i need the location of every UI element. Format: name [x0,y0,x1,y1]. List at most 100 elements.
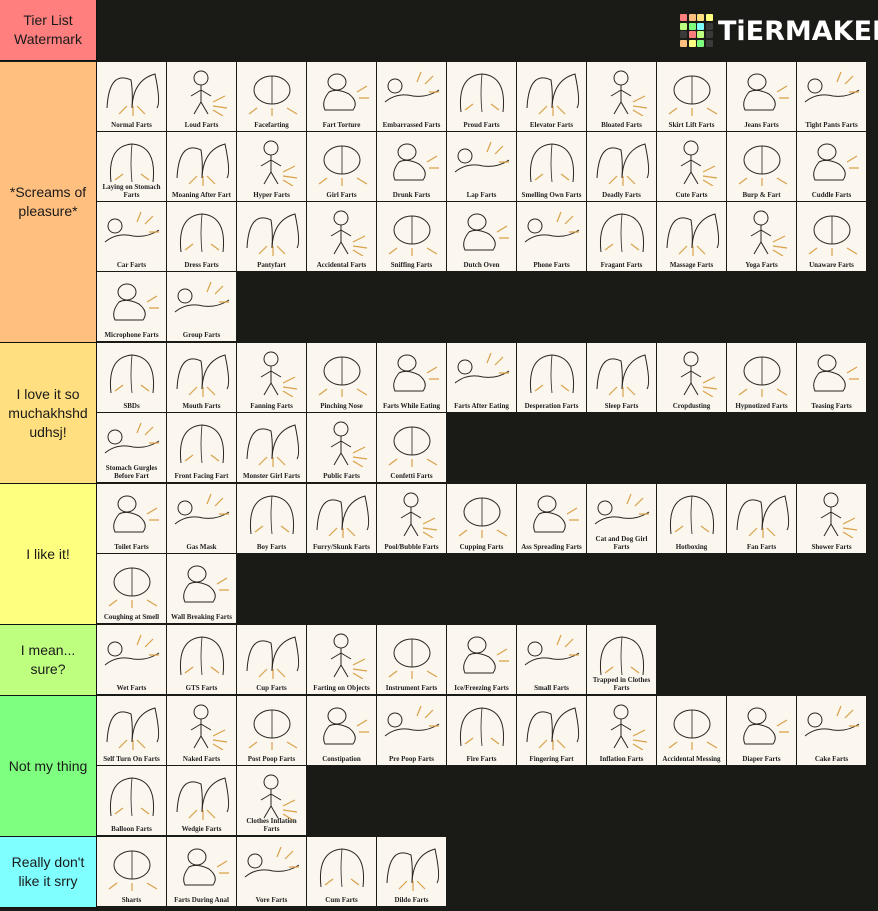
tier-item[interactable]: Sniffing Farts [377,202,447,272]
tier-item[interactable]: Mouth Farts [167,343,237,413]
tier-item[interactable]: Diaper Farts [727,696,797,766]
item-illustration [668,75,718,116]
tier-item[interactable]: Tight Pants Farts [797,62,867,132]
tier-item[interactable]: Cupping Farts [447,484,517,554]
tier-item[interactable]: Boy Farts [237,484,307,554]
tier-item[interactable]: Farts During Anal [167,837,237,907]
tier-item[interactable]: Pinching Nose [307,343,377,413]
tier-item[interactable]: Yoga Farts [727,202,797,272]
tier-item[interactable]: Cum Farts [307,837,377,907]
tier-item[interactable]: Farting on Objects [307,625,377,695]
tier-item[interactable]: Gas Mask [167,484,237,554]
tier-item[interactable]: Sharts [97,837,167,907]
tier-item[interactable]: Accidental Messing [657,696,727,766]
tier-item[interactable]: Teasing Farts [797,343,867,413]
tier-item[interactable]: Cuddle Farts [797,132,867,202]
tier-item[interactable]: Car Farts [97,202,167,272]
tier-item[interactable]: Ass Spreading Farts [517,484,587,554]
tier-item[interactable]: Deadly Farts [587,132,657,202]
tier-item[interactable]: Monster Girl Farts [237,413,307,483]
tier-item[interactable]: GTS Farts [167,625,237,695]
tier-item[interactable]: Instrument Farts [377,625,447,695]
tier-item[interactable]: Fire Farts [447,696,517,766]
tier-item[interactable]: Unaware Farts [797,202,867,272]
tier-item[interactable]: Cake Farts [797,696,867,766]
tier-item[interactable]: Toilet Farts [97,484,167,554]
item-caption: Drunk Farts [392,191,431,199]
tier-item[interactable]: Confetti Farts [377,413,447,483]
tier-item[interactable]: Sleep Farts [587,343,657,413]
tier-item[interactable]: Elevator Farts [517,62,587,132]
tier-item[interactable]: Dildo Farts [377,837,447,907]
tier-item[interactable]: Furry/Skunk Farts [307,484,377,554]
item-caption: Wedgie Farts [181,825,222,833]
tier-item[interactable]: Cropdusting [657,343,727,413]
tier-item[interactable]: Proud Farts [447,62,517,132]
tier-item[interactable]: Farts While Eating [377,343,447,413]
tier-item[interactable]: Microphone Farts [97,272,167,342]
item-caption: Embarrassed Farts [382,121,441,129]
tier-item[interactable]: SBDs [97,343,167,413]
tier-item[interactable]: Farts After Eating [447,343,517,413]
tier-item[interactable]: Hypnotized Farts [727,343,797,413]
tier-item[interactable]: Bloated Farts [587,62,657,132]
tier-item[interactable]: Smelling Own Farts [517,132,587,202]
tier-item[interactable]: Accidental Farts [307,202,377,272]
tier-item[interactable]: Hyper Farts [237,132,307,202]
tier-item[interactable]: Ice/Freezing Farts [447,625,517,695]
tier-item[interactable]: Phone Farts [517,202,587,272]
tier-item[interactable]: Wedgie Farts [167,766,237,836]
tier-item[interactable]: Girl Farts [307,132,377,202]
item-caption: Pinching Nose [320,402,363,410]
tier-item[interactable]: Dutch Oven [447,202,517,272]
tier-item[interactable]: Massage Farts [657,202,727,272]
tier-item[interactable]: Group Farts [167,272,237,342]
tier-item[interactable]: Dress Farts [167,202,237,272]
tier-item[interactable]: Public Farts [307,413,377,483]
tier-item[interactable]: Clothes Inflation Farts [237,766,307,836]
tier-item[interactable]: Fingering Fart [517,696,587,766]
tier-item[interactable]: Loud Farts [167,62,237,132]
tier-item[interactable]: Pre Poop Farts [377,696,447,766]
tier-item[interactable]: Naked Farts [167,696,237,766]
tier-item[interactable]: Wet Farts [97,625,167,695]
tier-item[interactable]: Drunk Farts [377,132,447,202]
tier-item[interactable]: Desperation Farts [517,343,587,413]
tier-item[interactable]: Balloon Farts [97,766,167,836]
tier-item[interactable]: Wall Breaking Farts [167,554,237,624]
tier-item[interactable]: Trapped in Clothes Farts [587,625,657,695]
tier-item[interactable]: Constipation [307,696,377,766]
tier-item[interactable]: Coughing at Smell [97,554,167,624]
tier-item[interactable]: Moaning After Fart [167,132,237,202]
tier-item[interactable]: Pantyfart [237,202,307,272]
tier-item[interactable]: Laying on Stomach Farts [97,132,167,202]
tier-item[interactable]: Fart Torture [307,62,377,132]
item-caption: Jeans Farts [744,121,779,129]
tier-item[interactable]: Inflation Farts [587,696,657,766]
tier-item[interactable]: Jeans Farts [727,62,797,132]
tier-item[interactable]: Hotboxing [657,484,727,554]
tier-item[interactable]: Cup Farts [237,625,307,695]
item-caption: Cum Farts [325,896,358,904]
item-caption: Proud Farts [463,121,500,129]
tier-item[interactable]: Burp & Fart [727,132,797,202]
tier-item[interactable]: Lap Farts [447,132,517,202]
tier-item[interactable]: Vore Farts [237,837,307,907]
tier-item[interactable]: Self Turn On Farts [97,696,167,766]
tier-item[interactable]: Cute Farts [657,132,727,202]
tier-item[interactable]: Front Facing Fart [167,413,237,483]
item-caption: Dildo Farts [394,896,429,904]
tier-item[interactable]: Post Poop Farts [237,696,307,766]
tier-item[interactable]: Facefarting [237,62,307,132]
tier-item[interactable]: Embarrassed Farts [377,62,447,132]
tier-item[interactable]: Normal Farts [97,62,167,132]
tier-item[interactable]: Cat and Dog Girl Farts [587,484,657,554]
tier-item[interactable]: Fan Farts [727,484,797,554]
tier-item[interactable]: Stomach Gurgles Before Fart [97,413,167,483]
tier-item[interactable]: Pool/Bubble Farts [377,484,447,554]
tier-item[interactable]: Fanning Farts [237,343,307,413]
tier-item[interactable]: Shower Farts [797,484,867,554]
tier-item[interactable]: Skirt Lift Farts [657,62,727,132]
tier-item[interactable]: Small Farts [517,625,587,695]
tier-item[interactable]: Fragant Farts [587,202,657,272]
